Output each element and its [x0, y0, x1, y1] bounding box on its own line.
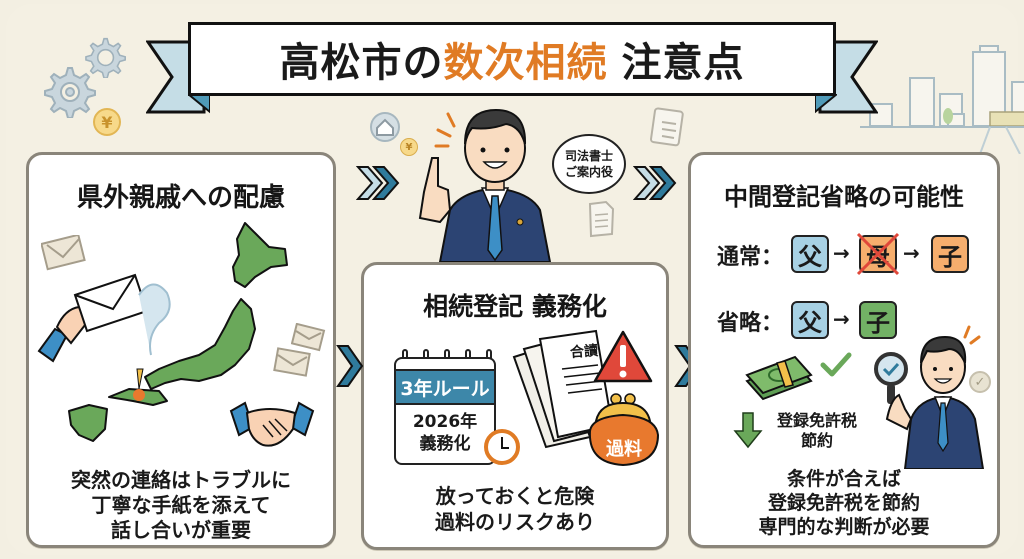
panel-title: 相続登記 義務化	[423, 292, 607, 321]
normal-label: 通常：	[717, 245, 784, 270]
yen-coin-icon: ¥	[93, 108, 121, 136]
cityscape-icon	[860, 45, 1024, 154]
title-accent: 数次相続	[443, 40, 608, 86]
chevron-right-icon	[336, 345, 364, 387]
panel-inheritance-registration-mandatory: 相続登記 義務化 3年ルール 2026年 義務化 合讀 過料 放っておくと危険 …	[361, 262, 669, 550]
expert-character	[885, 325, 985, 469]
body-line: 条件が合えば	[786, 468, 901, 490]
body-line: 話し合いが重要	[111, 518, 251, 542]
calendar-label: 義務化	[419, 434, 471, 454]
warning-icon	[593, 330, 653, 383]
fine-label: 過料	[606, 439, 642, 460]
ribbon-fold-right	[815, 94, 837, 114]
clock-icon	[484, 429, 520, 465]
cross-out-icon	[856, 232, 900, 276]
gear-icon	[44, 67, 96, 118]
title-suffix: 注意点	[621, 40, 745, 86]
envelope-icon	[273, 347, 311, 377]
calendar-body: 2026年 義務化	[396, 405, 494, 455]
down-arrow-icon	[733, 412, 763, 449]
guide-character	[418, 108, 552, 262]
body-line: 過料のリスクあり	[435, 510, 595, 534]
panel-body: 放っておくと危険 過料のリスクあり	[364, 483, 666, 535]
document-icon	[588, 200, 615, 238]
speech-line-2: ご案内役	[564, 165, 613, 179]
yen-coin-icon: ¥	[400, 138, 418, 156]
hand-with-letter-icon	[37, 273, 171, 363]
panel-intermediate-registration-omission: 中間登記省略の可能性 通常： 父 → 母 → 子 省略： 父 → 子 登録免許税…	[688, 152, 1000, 548]
magnifier-icon	[874, 352, 908, 404]
token-child: 子	[859, 301, 897, 339]
title-prefix: 高松市の	[279, 40, 444, 86]
check-icon	[820, 352, 852, 377]
envelope-icon	[41, 235, 86, 271]
token-child: 子	[931, 235, 969, 273]
arrow-icon: →	[833, 241, 850, 265]
envelope-icon	[291, 323, 326, 352]
arrow-icon: →	[833, 307, 850, 331]
body-line: 放っておくと危険	[435, 484, 595, 508]
panel-body: 突然の連絡はトラブルに 丁寧な手紙を添えて 話し合いが重要	[29, 468, 333, 543]
house-gear-icon	[370, 112, 400, 142]
check-circle-icon: ✓	[969, 371, 991, 393]
omit-label: 省略：	[717, 311, 784, 336]
saving-line-2: 節約	[800, 431, 833, 450]
body-line: 専門的な判断が必要	[758, 516, 930, 538]
calendar-icon: 3年ルール 2026年 義務化	[394, 357, 496, 465]
token-father: 父	[791, 301, 829, 339]
arrow-icon: →	[903, 241, 920, 265]
money-icon	[745, 355, 813, 401]
ribbon-fold-left	[188, 94, 210, 114]
token-father: 父	[791, 235, 829, 273]
chevron-right-icon	[356, 166, 400, 200]
panel-out-of-prefecture-relatives: 県外親戚への配慮 突然の連絡はトラブルに 丁寧な手紙を添	[26, 152, 336, 548]
clipboard-icon	[650, 107, 684, 147]
calendar-year: 2026年	[412, 412, 478, 432]
gear-icon	[85, 37, 126, 78]
chevron-right-icon	[633, 166, 677, 200]
speech-line-1: 司法書士	[564, 149, 613, 163]
body-line: 突然の連絡はトラブルに	[71, 468, 291, 492]
body-line: 丁寧な手紙を添えて	[91, 493, 271, 517]
purse-icon	[588, 393, 660, 467]
saving-line-1: 登録免許税	[776, 411, 857, 430]
calendar-head: 3年ルール	[396, 369, 494, 405]
panel-title: 県外親戚への配慮	[76, 183, 285, 213]
japan-map-icon	[68, 222, 288, 442]
guide-speech-bubble: 司法書士 ご案内役	[552, 134, 626, 194]
saving-label: 登録免許税 節約	[765, 411, 869, 451]
panel-body: 条件が合えば 登録免許税を節約 専門的な判断が必要	[691, 467, 997, 539]
handshake-icon	[229, 401, 315, 447]
body-line: 登録免許税を節約	[767, 492, 920, 514]
panel-title: 中間登記省略の可能性	[724, 183, 964, 211]
title-banner: 高松市の数次相続注意点	[188, 22, 836, 96]
